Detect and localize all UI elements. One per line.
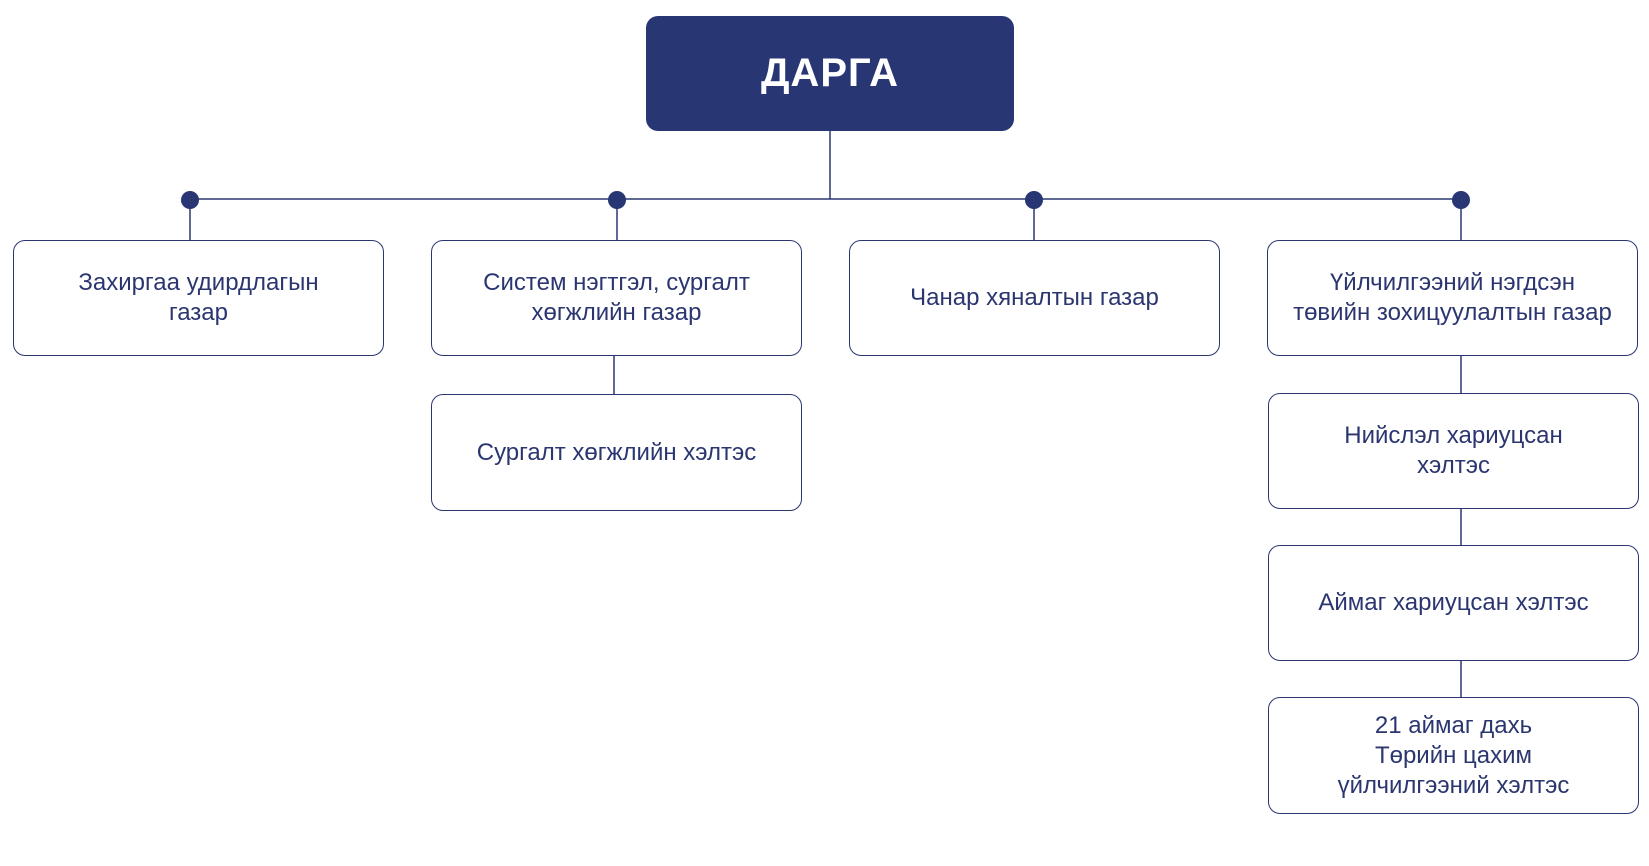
unit-node-aimag-e-service: 21 аймаг дахь Төрийн цахим үйлчилгээний … (1268, 697, 1639, 814)
unit-node-aimag: Аймаг хариуцсан хэлтэс (1268, 545, 1639, 661)
dept-node-service-center: Үйлчилгээний нэгдсэн төвийн зохицуулалты… (1267, 240, 1638, 356)
junction-dot-2 (608, 191, 626, 209)
dept-node-quality-control: Чанар хяналтын газар (849, 240, 1220, 356)
dept-node-administration: Захиргаа удирдлагын газар (13, 240, 384, 356)
unit-node-capital: Нийслэл хариуцсан хэлтэс (1268, 393, 1639, 509)
unit-node-training: Сургалт хөгжлийн хэлтэс (431, 394, 802, 511)
dept-node-system-integration: Систем нэгтгэл, сургалт хөгжлийн газар (431, 240, 802, 356)
junction-dot-4 (1452, 191, 1470, 209)
junction-dot-1 (181, 191, 199, 209)
root-node-director: ДАРГА (646, 16, 1014, 131)
root-node-label: ДАРГА (760, 51, 900, 95)
junction-dot-3 (1025, 191, 1043, 209)
